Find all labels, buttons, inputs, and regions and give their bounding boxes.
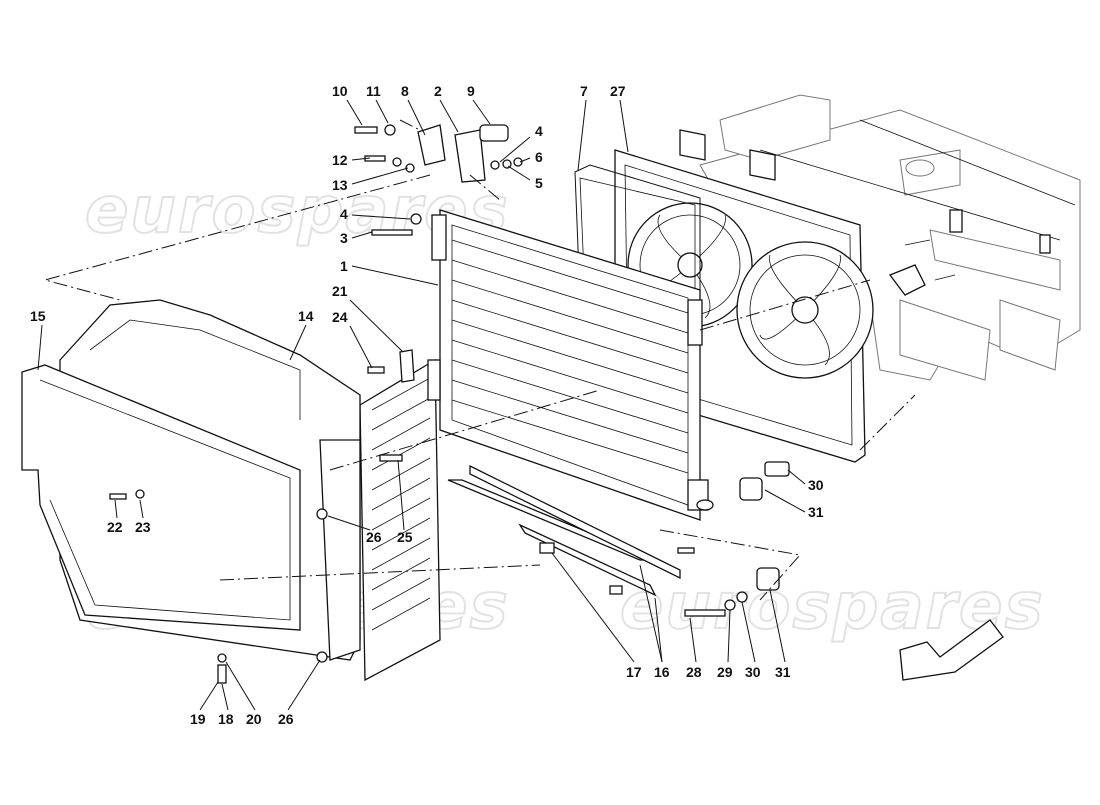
condenser	[359, 358, 441, 682]
callout-18: 18	[218, 711, 234, 727]
callout-27: 27	[610, 83, 626, 99]
callout-30b: 30	[745, 664, 761, 680]
callout-30a: 30	[808, 477, 824, 493]
callout-23: 23	[135, 519, 151, 535]
callout-31a: 31	[808, 504, 824, 520]
callout-14: 14	[298, 308, 314, 324]
callout-11: 11	[366, 83, 381, 99]
callout-15: 15	[30, 308, 46, 324]
callout-numbers: 10 11 8 2 9 4 6 5 12 13 4 3 1 21 24 15 1…	[30, 83, 824, 727]
callout-22: 22	[107, 519, 123, 535]
callout-3: 3	[340, 230, 348, 246]
callout-4a: 4	[535, 123, 543, 139]
callout-13: 13	[332, 177, 348, 193]
callout-4b: 4	[340, 206, 348, 222]
callout-17: 17	[626, 664, 642, 680]
callout-9: 9	[467, 83, 475, 99]
callout-20: 20	[246, 711, 262, 727]
callout-29: 29	[717, 664, 733, 680]
callout-5: 5	[535, 175, 543, 191]
seal-strip	[21, 364, 301, 631]
radiator	[431, 209, 714, 521]
chassis-frame	[699, 94, 1081, 381]
lower-brackets	[447, 464, 681, 597]
callout-19: 19	[190, 711, 206, 727]
callout-1: 1	[340, 258, 348, 274]
callout-21: 21	[332, 283, 348, 299]
callout-8: 8	[401, 83, 409, 99]
callout-26b: 26	[278, 711, 294, 727]
callout-16: 16	[654, 664, 670, 680]
callout-2: 2	[434, 83, 442, 99]
callout-10: 10	[332, 83, 348, 99]
callout-26a: 26	[366, 529, 382, 545]
watermark-4: eurospares	[620, 570, 1045, 644]
callout-31b: 31	[775, 664, 791, 680]
callout-24: 24	[332, 309, 348, 325]
alignment-lines	[43, 119, 916, 601]
callout-28: 28	[686, 664, 702, 680]
callout-7: 7	[580, 83, 588, 99]
callout-6: 6	[535, 149, 543, 165]
callout-12: 12	[332, 152, 348, 168]
top-hardware	[109, 124, 695, 684]
front-direction-arrow	[899, 619, 1004, 681]
callout-25: 25	[397, 529, 413, 545]
leader-lines	[37, 99, 806, 711]
